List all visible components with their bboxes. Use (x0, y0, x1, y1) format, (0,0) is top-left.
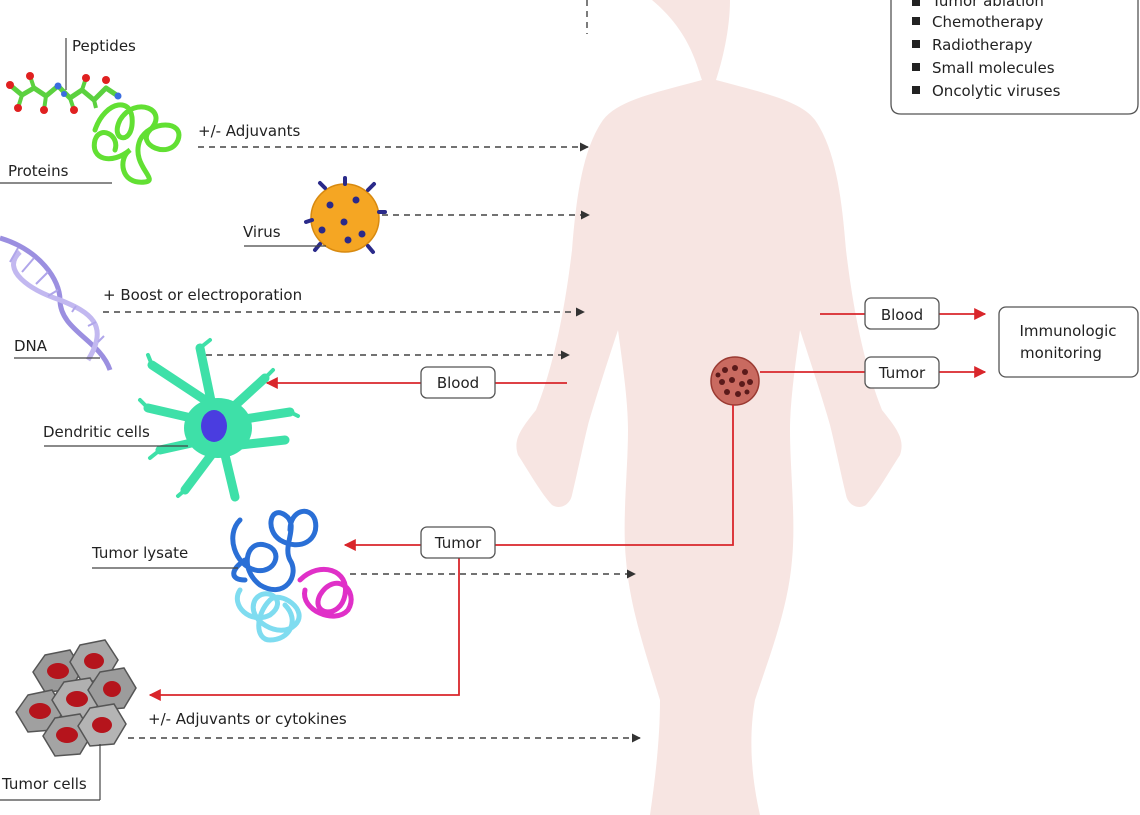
blood-box-right-label: Blood (881, 306, 923, 324)
tumor-to-cells-arrow (148, 545, 460, 701)
combination-list: Tumor ablation Chemotherapy Radiotherapy… (912, 0, 1061, 100)
combination-item: Small molecules (932, 59, 1055, 77)
tumor-box-right: Tumor (864, 356, 940, 389)
monitoring-line2: monitoring (1020, 344, 1102, 362)
combination-panel (890, 0, 1139, 115)
blood-box-left-label: Blood (437, 374, 479, 392)
tumor-box-right-label: Tumor (878, 364, 926, 382)
adjuvants-cytokines-annotation: +/- Adjuvants or cytokines (148, 710, 347, 728)
bullet-icon (912, 86, 920, 94)
combination-item: Tumor ablation (931, 0, 1044, 10)
combination-item: Oncolytic viruses (932, 82, 1061, 100)
tumor-box-center: Tumor (420, 526, 496, 559)
blood-box-left: Blood (420, 366, 496, 399)
bullet-icon (912, 17, 920, 25)
peptide-icon (6, 72, 122, 114)
monitoring-line1: Immunologic (1019, 322, 1116, 340)
tumor-lysate-icon (230, 508, 354, 643)
boost-annotation: + Boost or electroporation (103, 286, 302, 304)
adjuvants-annotation: +/- Adjuvants (198, 122, 300, 140)
tumor-cells-icon (15, 639, 137, 757)
human-silhouette (516, 0, 902, 815)
dendritic-cell-icon (138, 338, 300, 502)
blood-box-right: Blood (864, 297, 940, 330)
dendritic-cells-label: Dendritic cells (43, 423, 150, 441)
combination-item: Chemotherapy (932, 13, 1043, 31)
tumor-box-center-label: Tumor (434, 534, 482, 552)
bullet-icon (912, 0, 920, 6)
bullet-icon (912, 40, 920, 48)
peptides-label: Peptides (72, 37, 136, 55)
tumor-cells-label: Tumor cells (1, 775, 87, 793)
dna-label: DNA (14, 337, 48, 355)
virus-icon (304, 176, 387, 254)
immunologic-monitoring-box: Immunologic monitoring (998, 306, 1139, 378)
tumor-icon (710, 356, 760, 406)
bullet-icon (912, 63, 920, 71)
protein-icon (91, 102, 182, 185)
dna-icon (0, 235, 113, 371)
virus-label: Virus (243, 223, 281, 241)
tumor-lysate-label: Tumor lysate (91, 544, 188, 562)
combination-item: Radiotherapy (932, 36, 1033, 54)
proteins-label: Proteins (8, 162, 69, 180)
